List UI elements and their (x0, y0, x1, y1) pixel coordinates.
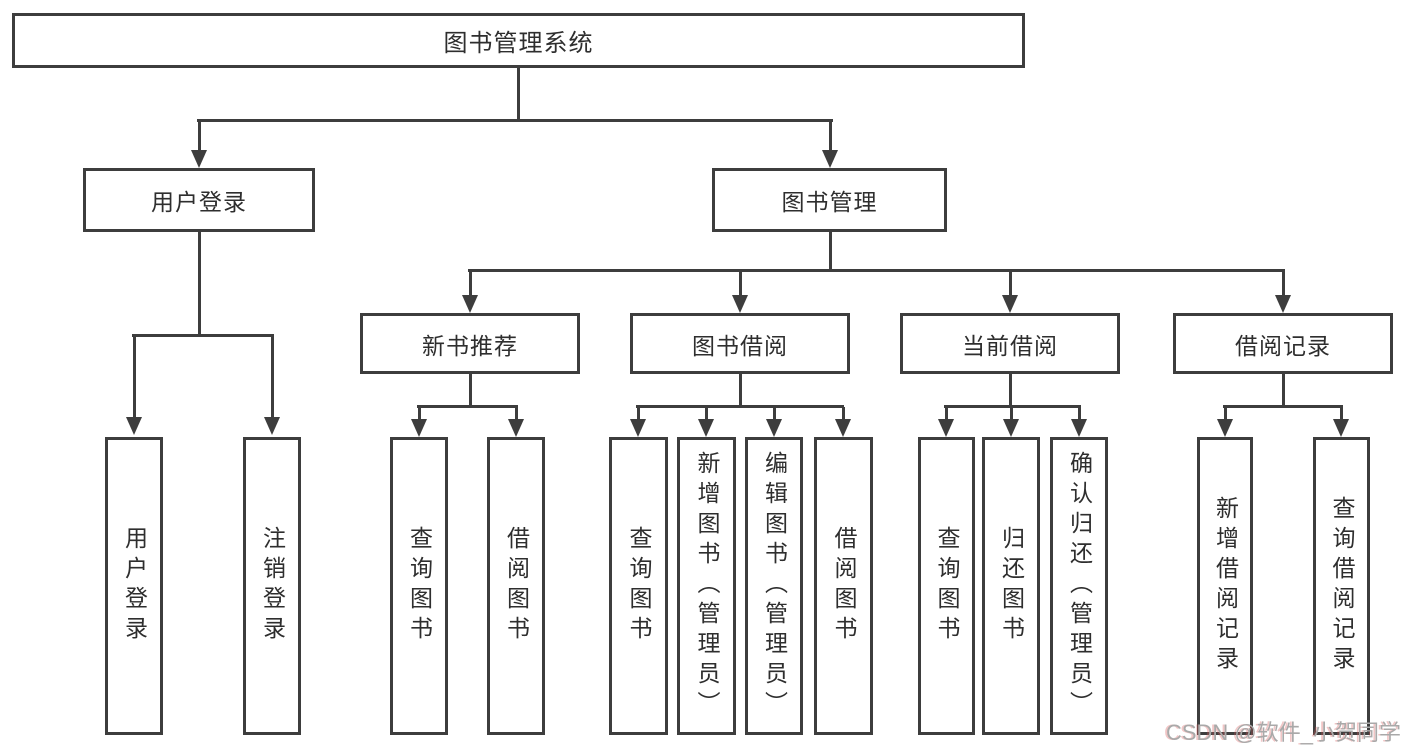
connector-line (739, 271, 742, 298)
node-new-book-recommendation: 新书推荐 (360, 313, 580, 374)
arrowhead-down-icon (1217, 419, 1233, 437)
node-label: 编辑图书（管理员） (761, 451, 788, 721)
leaf-add-borrow-record: 新增借阅记录 (1197, 437, 1253, 735)
connector-line (197, 119, 833, 122)
connector-line (515, 407, 518, 421)
connector-line (469, 271, 472, 298)
leaf-query-books-current: 查询图书 (918, 437, 975, 735)
connector-line (468, 269, 1285, 272)
connector-line (417, 405, 518, 408)
connector-line (1078, 407, 1081, 421)
node-borrowing-records: 借阅记录 (1173, 313, 1393, 374)
arrowhead-down-icon (732, 295, 748, 313)
connector-line (418, 407, 421, 421)
watermark-text: CSDN @软件_小贺同学 (1165, 720, 1401, 745)
connector-line (739, 372, 742, 407)
connector-line (637, 407, 640, 421)
arrowhead-down-icon (1002, 295, 1018, 313)
leaf-query-borrow-record: 查询借阅记录 (1313, 437, 1370, 735)
connector-line (945, 407, 948, 421)
node-label: 当前借阅 (962, 332, 1058, 359)
node-label: 新增借阅记录 (1212, 496, 1239, 676)
arrowhead-down-icon (1003, 419, 1019, 437)
leaf-add-books-admin: 新增图书（管理员） (677, 437, 736, 735)
connector-line (1010, 407, 1013, 421)
leaf-borrow-books-recommend: 借阅图书 (487, 437, 545, 735)
connector-line (636, 405, 844, 408)
leaf-edit-books-admin: 编辑图书（管理员） (745, 437, 803, 735)
node-label: 图书管理系统 (443, 30, 594, 57)
leaf-borrow-books: 借阅图书 (814, 437, 873, 735)
node-label: 查询图书 (406, 526, 433, 646)
leaf-user-login: 用户登录 (105, 437, 163, 735)
arrowhead-down-icon (191, 150, 207, 168)
node-label: 查询图书 (626, 526, 652, 646)
connector-line (133, 336, 136, 418)
connector-line (773, 407, 776, 421)
node-user-login: 用户登录 (83, 168, 315, 232)
arrowhead-down-icon (126, 417, 142, 435)
arrowhead-down-icon (264, 417, 280, 435)
arrowhead-down-icon (1333, 419, 1349, 437)
node-label: 查询图书 (934, 526, 960, 646)
connector-line (705, 407, 708, 421)
connector-line (1340, 407, 1343, 421)
connector-line (1009, 372, 1012, 407)
node-book-borrowing: 图书借阅 (630, 313, 850, 374)
node-label: 归还图书 (998, 526, 1025, 646)
node-label: 新书推荐 (422, 332, 518, 359)
node-label: 图书管理 (781, 189, 878, 215)
node-label: 借阅图书 (503, 526, 530, 646)
leaf-query-books-recommend: 查询图书 (390, 437, 448, 735)
arrowhead-down-icon (630, 419, 646, 437)
arrowhead-down-icon (508, 419, 524, 437)
connector-line (198, 230, 201, 336)
arrowhead-down-icon (1275, 295, 1291, 313)
connector-line (1223, 405, 1343, 408)
arrowhead-down-icon (411, 419, 427, 437)
leaf-query-books-borrow: 查询图书 (609, 437, 668, 735)
node-label: 用户登录 (121, 526, 148, 646)
node-label: 用户登录 (151, 189, 247, 215)
arrowhead-down-icon (462, 295, 478, 313)
arrowhead-down-icon (938, 419, 954, 437)
connector-line (1224, 407, 1227, 421)
leaf-confirm-return-admin: 确认归还（管理员） (1050, 437, 1108, 735)
node-library-management-system: 图书管理系统 (12, 13, 1025, 68)
arrowhead-down-icon (1071, 419, 1087, 437)
leaf-logout: 注销登录 (243, 437, 301, 735)
node-label: 借阅记录 (1235, 332, 1331, 359)
connector-line (517, 66, 520, 122)
connector-line (842, 407, 845, 421)
connector-line (829, 230, 832, 271)
arrowhead-down-icon (766, 419, 782, 437)
node-label: 借阅图书 (831, 526, 857, 646)
connector-line (132, 334, 274, 337)
leaf-return-books: 归还图书 (982, 437, 1040, 735)
node-label: 确认归还（管理员） (1066, 451, 1093, 721)
node-label: 查询借阅记录 (1329, 496, 1355, 676)
connector-line (198, 121, 201, 152)
arrowhead-down-icon (822, 150, 838, 168)
node-label: 新增图书（管理员） (694, 451, 720, 721)
node-book-management: 图书管理 (712, 168, 947, 232)
connector-line (944, 405, 1081, 408)
connector-line (1282, 372, 1285, 407)
connector-line (829, 121, 832, 152)
node-label: 图书借阅 (692, 332, 788, 359)
arrowhead-down-icon (698, 419, 714, 437)
node-current-borrowing: 当前借阅 (900, 313, 1120, 374)
connector-line (1009, 271, 1012, 298)
connector-line (271, 336, 274, 418)
connector-line (1282, 271, 1285, 298)
arrowhead-down-icon (835, 419, 851, 437)
node-label: 注销登录 (259, 526, 286, 646)
connector-line (469, 372, 472, 407)
